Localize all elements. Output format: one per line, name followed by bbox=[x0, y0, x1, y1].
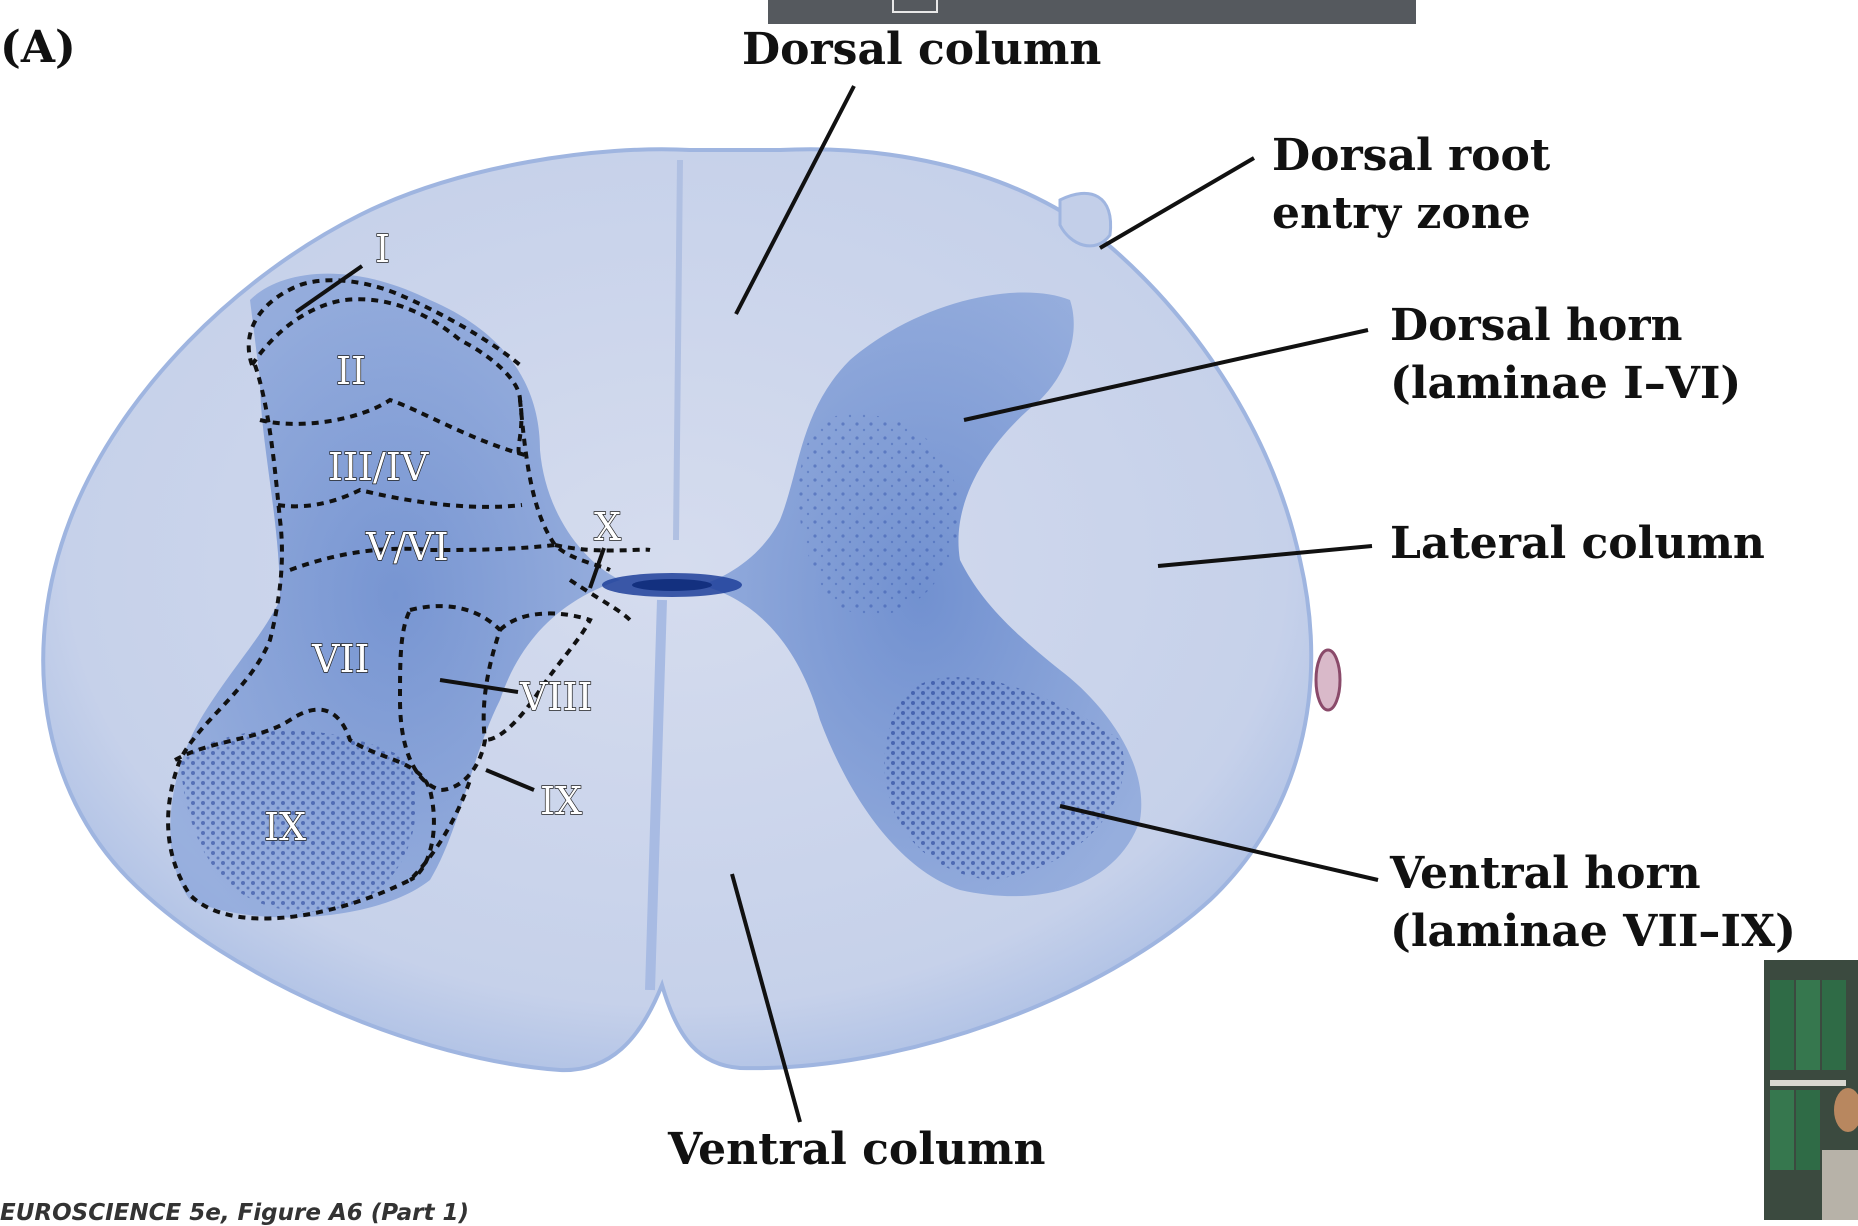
laminae-boundaries bbox=[166, 278, 651, 921]
dorsal-column-label: Dorsal column bbox=[742, 24, 1102, 75]
ventral-horn-label-line2: (laminae VII–IX) bbox=[1390, 906, 1796, 957]
lamina-X-label: X bbox=[594, 505, 621, 549]
lamina-VII-label: VII bbox=[311, 637, 369, 681]
lamina-V-VI-label: V/VI bbox=[365, 525, 449, 569]
ventral-column-label: Ventral column bbox=[668, 1124, 1046, 1175]
label-pointer-lines bbox=[294, 85, 1379, 1123]
lamina-IX-large-label: IX bbox=[264, 805, 306, 849]
webcam-overlay bbox=[1764, 960, 1858, 1220]
lamina-II-label: II bbox=[336, 349, 366, 393]
figure-credit: EUROSCIENCE 5e, Figure A6 (Part 1) bbox=[0, 1200, 470, 1226]
video-progress-bar[interactable] bbox=[768, 0, 1416, 24]
lateral-column-label: Lateral column bbox=[1390, 518, 1765, 569]
dorsal-horn-label-line2: (laminae I–VI) bbox=[1390, 358, 1742, 409]
dorsal-root-entry-zone-label-line1: Dorsal root bbox=[1272, 130, 1551, 181]
dorsal-horn-label-line1: Dorsal horn bbox=[1390, 300, 1683, 351]
dorsal-root-entry-zone-label-line2: entry zone bbox=[1272, 188, 1531, 239]
lamina-IX-small-label: IX bbox=[540, 779, 582, 823]
scrubber-handle[interactable] bbox=[892, 0, 938, 13]
ventral-horn-label-line1: Ventral horn bbox=[1390, 848, 1701, 899]
panel-label: (A) bbox=[0, 22, 76, 73]
lamina-I-label: I bbox=[375, 227, 390, 271]
lamina-VIII-label: VIII bbox=[519, 675, 592, 719]
lamina-III-IV-label: III/IV bbox=[328, 445, 429, 489]
